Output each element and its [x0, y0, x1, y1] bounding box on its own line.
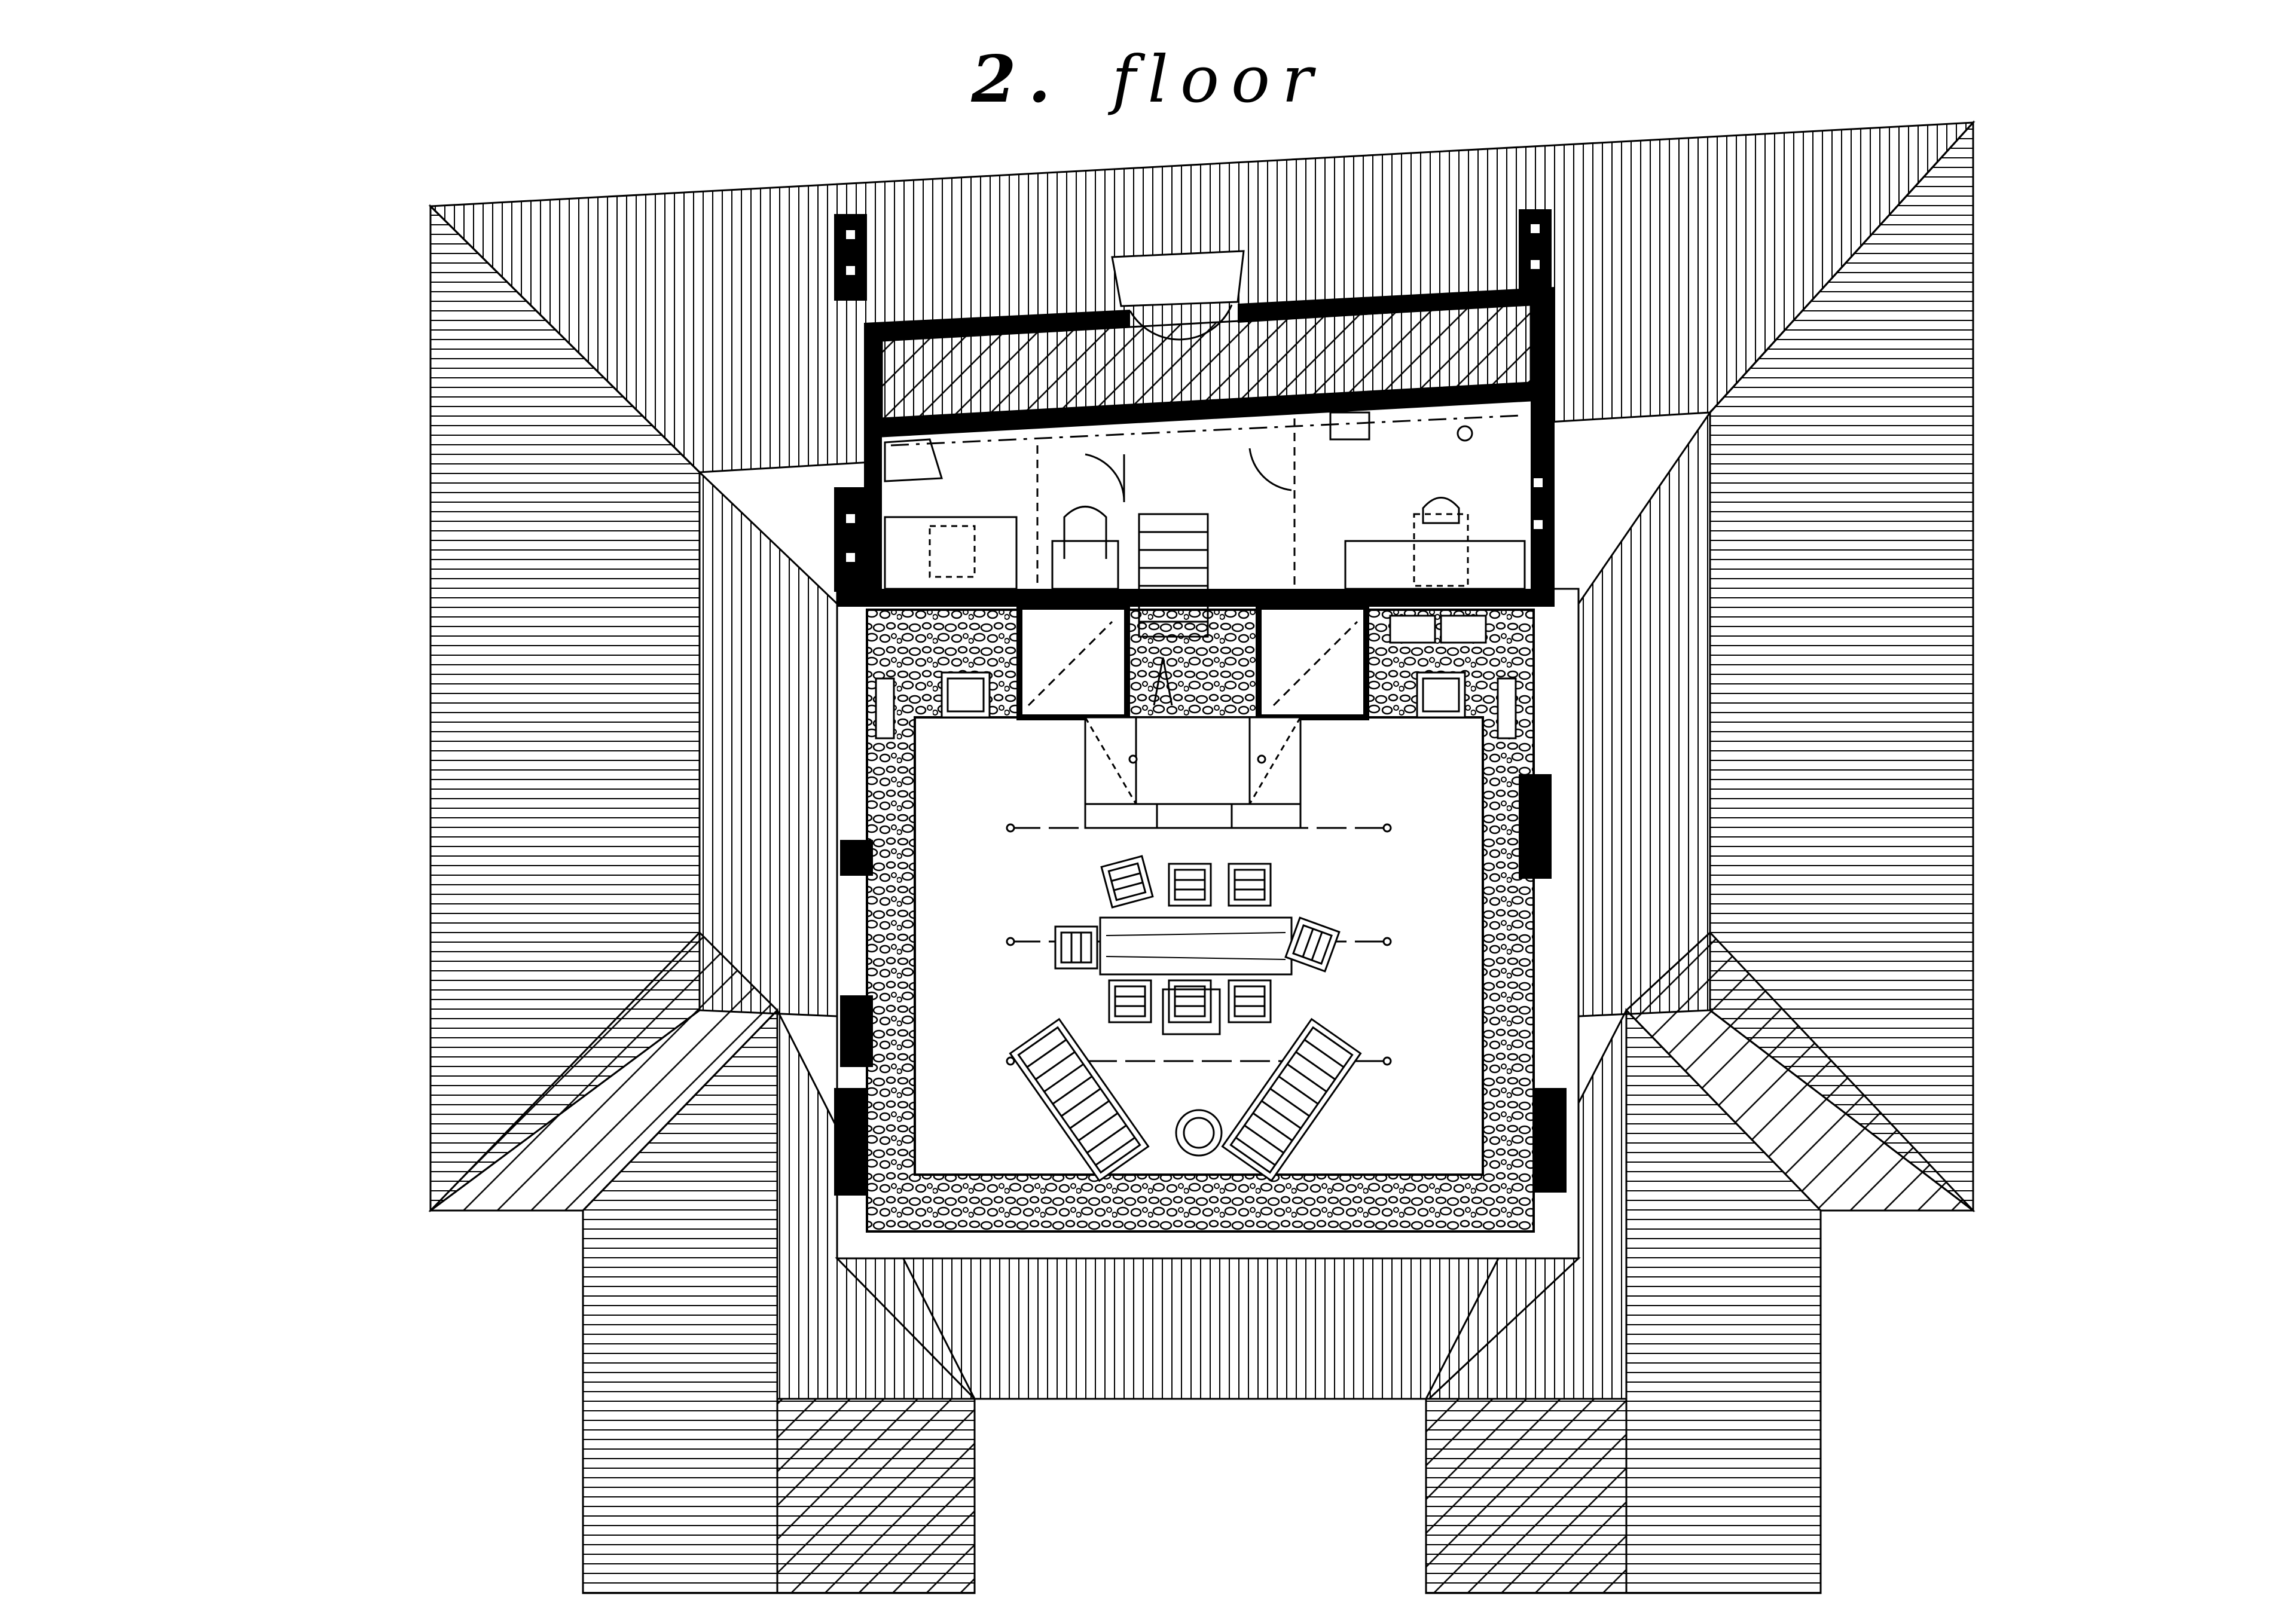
pillar-right-inner: [1262, 610, 1363, 714]
wall-inner-band: [882, 383, 1531, 436]
stairs: [1138, 513, 1209, 638]
chair-top-1: [1100, 855, 1154, 909]
bathroom-sink: [1329, 411, 1370, 441]
chair-bedroom: [1063, 506, 1107, 559]
sideboard: [1162, 988, 1221, 1035]
chair-bottom-3: [1228, 979, 1272, 1023]
title-word: floor: [1112, 42, 1325, 117]
chimney-nw: [834, 214, 867, 301]
round-planter: [1175, 1109, 1223, 1157]
chair-left: [1054, 925, 1098, 970]
lounger-right: [1221, 1017, 1362, 1182]
room-interior-lines: [881, 399, 1531, 638]
light-points: [1006, 823, 1392, 1066]
walls: [834, 209, 1567, 1196]
roof-ridges: [429, 121, 1974, 1212]
chair-bottom-1: [1108, 979, 1152, 1023]
entrance-doors: [1084, 657, 1302, 829]
roof-se-wing-gable: [1425, 1398, 1628, 1594]
sun-loungers: [1009, 1017, 1362, 1182]
chimney-flues: [1027, 621, 1358, 707]
dining-chairs: [1054, 855, 1341, 1023]
roof-east-inner: [1577, 409, 1711, 1017]
door-arc-2: [1248, 448, 1292, 491]
chair-top-3: [1228, 863, 1272, 907]
shower: [1422, 497, 1460, 524]
wall-block-w1: [840, 840, 873, 876]
chair-bottom-2: [1168, 979, 1212, 1023]
bed-pillow: [929, 525, 976, 578]
dormer-window: [1111, 250, 1245, 341]
chimney-ne: [1519, 209, 1552, 296]
attic-storage: [881, 304, 1532, 420]
bed: [884, 516, 1018, 590]
wall-north-right: [1238, 287, 1555, 598]
roof: [428, 120, 1976, 1594]
wall-block-e1: [1519, 774, 1552, 879]
chimney-vents: [846, 224, 1543, 562]
wall-block-e2: [1534, 1088, 1567, 1193]
dining-table: [1099, 916, 1293, 976]
roof-sw-wing-gable: [776, 1398, 976, 1594]
chair-right: [1284, 916, 1341, 973]
title-number: 2.: [971, 42, 1063, 117]
wall-block-w2: [840, 995, 873, 1067]
pillar-left-inner: [1022, 610, 1124, 714]
terrace-cabinets: [875, 615, 1517, 739]
roof-west-inner: [698, 470, 838, 1017]
wall-block-nw1: [834, 487, 867, 592]
wall-north: [864, 310, 1130, 592]
lounger-left: [1009, 1017, 1150, 1182]
drawing-title: 2. floor: [0, 42, 2296, 117]
bathroom-toilet: [1457, 425, 1473, 442]
chair-top-2: [1168, 863, 1212, 907]
wall-block-w3: [834, 1088, 867, 1196]
